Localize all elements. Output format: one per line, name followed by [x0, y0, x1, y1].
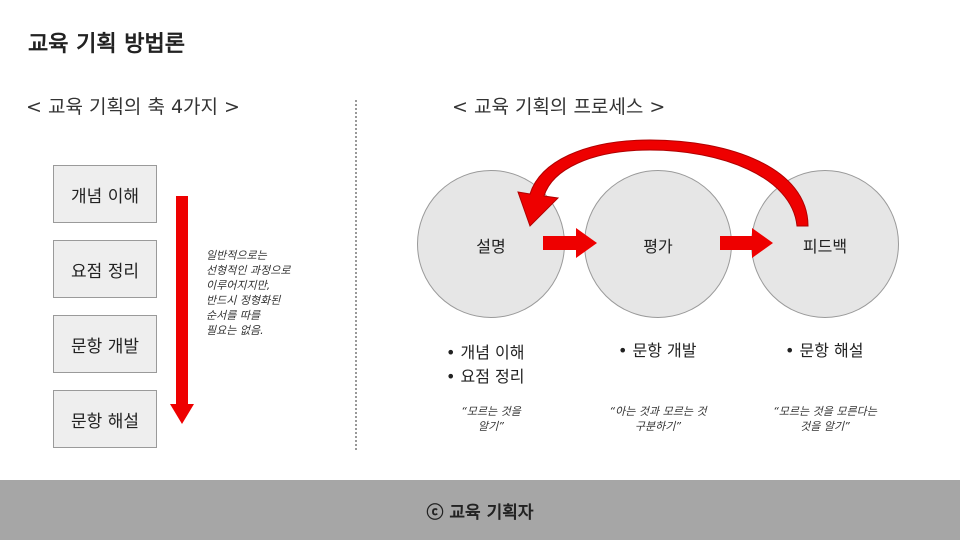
footer-credit: ⓒ 교육 기획자: [426, 502, 534, 523]
quote-evaluate: “아는 것과 모르는 것 구분하기”: [609, 405, 707, 433]
page-title: 교육 기획 방법론: [28, 32, 185, 57]
section-divider: [355, 100, 357, 450]
axis-box-item-explain: 문항 해설: [53, 390, 157, 448]
arrow-evaluate-to-feedback: [720, 228, 773, 258]
left-section-heading: < 교육 기획의 축 4가지 >: [26, 96, 240, 118]
circle-label-evaluate: 평가: [643, 237, 673, 256]
arrow-explain-to-evaluate: [543, 228, 597, 258]
quote-explain: “모르는 것을 알기”: [461, 405, 521, 433]
feedback-curve-arrow: [517, 139, 809, 227]
circle-label-feedback: 피드백: [802, 237, 848, 256]
sequence-note: 일반적으로는 선형적인 과정으로 이루어지지만, 반드시 정형화된 순서를 따를…: [206, 249, 291, 337]
footer-bar: ⓒ 교육 기획자: [0, 480, 960, 540]
down-arrow: [170, 196, 194, 424]
bullet-explain-2: • 요점 정리: [446, 367, 525, 386]
axis-box-concept: 개념 이해: [53, 165, 157, 223]
bullet-evaluate-1: • 문항 개발: [618, 341, 697, 360]
quote-feedback: “모르는 것을 모른다는 것을 알기”: [773, 405, 877, 433]
bullet-explain-1: • 개념 이해: [446, 343, 525, 362]
circle-label-explain: 설명: [476, 237, 506, 256]
process-circle-evaluate: [584, 170, 732, 318]
axis-box-item-dev: 문항 개발: [53, 315, 157, 373]
axis-box-summary: 요점 정리: [53, 240, 157, 298]
right-section-heading: < 교육 기획의 프로세스 >: [452, 96, 666, 118]
bullet-feedback-1: • 문항 해설: [785, 341, 864, 360]
